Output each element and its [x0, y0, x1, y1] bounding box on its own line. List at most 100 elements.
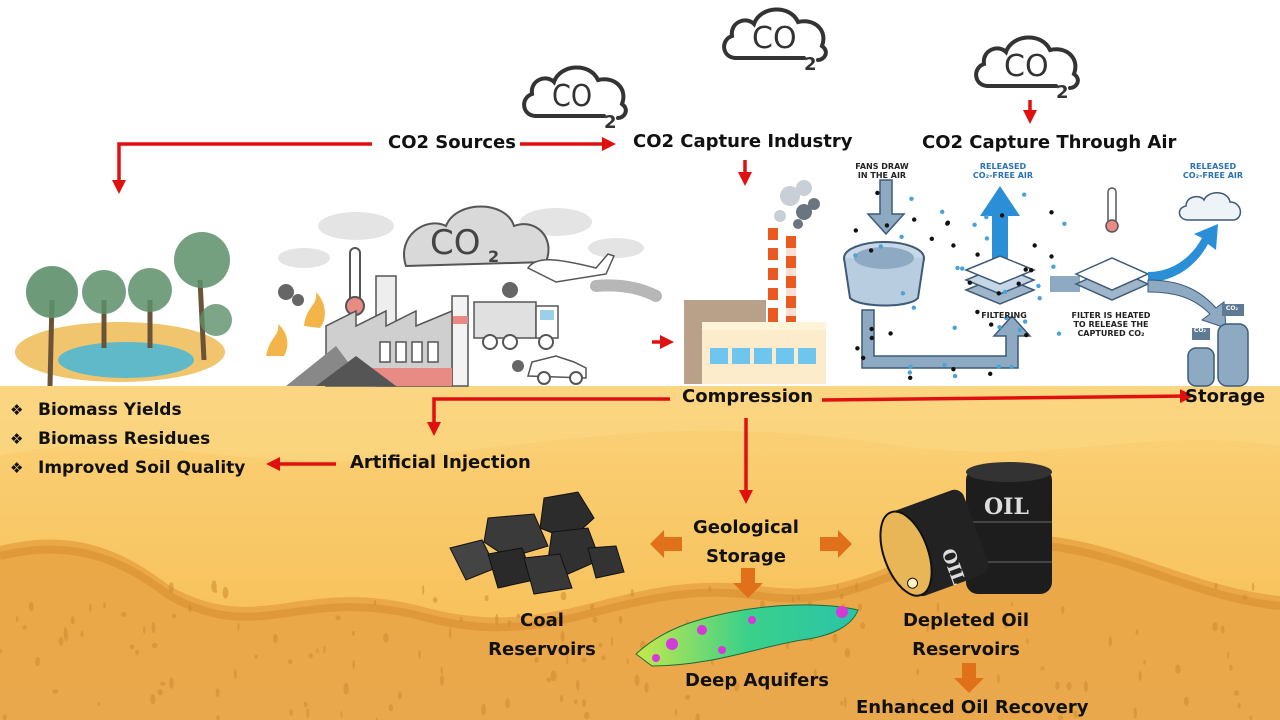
sand-speckle [832, 633, 838, 644]
svg-text:CO: CO [752, 21, 797, 56]
sand-speckle [484, 595, 489, 602]
sand-speckle [211, 580, 217, 593]
sand-speckle [534, 656, 539, 663]
sand-speckle [843, 697, 847, 708]
sand-speckle [858, 603, 863, 612]
arrow-compression-to-storage [821, 389, 1194, 404]
sand-speckle [439, 675, 445, 686]
air-molecule-dot [1023, 267, 1028, 272]
sand-speckle [813, 668, 817, 679]
air-molecule-dot [1049, 254, 1054, 259]
sand-speckle [335, 615, 341, 621]
sand-speckle [601, 655, 606, 661]
sand-speckle [129, 644, 135, 650]
filtering-caption: FILTERING [981, 311, 1027, 320]
air-molecule-dot [952, 325, 957, 330]
label-deep-aquifers: Deep Aquifers [685, 670, 829, 691]
sand-speckle [343, 682, 349, 695]
sand-speckle [916, 668, 920, 676]
sand-speckle [308, 653, 313, 659]
sand-speckle [273, 633, 278, 644]
sand-speckle [121, 611, 127, 617]
air-molecule-dot [975, 252, 980, 257]
label-co2-capture-through-air: CO2 Capture Through Air [922, 132, 1177, 153]
sand-speckle [1058, 715, 1064, 720]
sand-speckle [1026, 638, 1029, 644]
sand-speckle [1135, 629, 1139, 636]
sand-speckle [836, 584, 839, 590]
air-molecule-dot [853, 228, 858, 233]
sand-speckle [1055, 681, 1060, 690]
sand-speckle [58, 636, 64, 646]
sand-speckle [855, 581, 858, 591]
sand-speckle [1212, 622, 1218, 632]
air-molecule-dot [884, 223, 890, 228]
air-molecule-dot [999, 213, 1005, 218]
diamond-bullet-icon: ❖ [10, 458, 24, 477]
sand-speckle [151, 642, 158, 649]
sand-speckle [516, 613, 521, 618]
air-molecule-dot [1017, 327, 1022, 333]
arrow-compression-to-injection [427, 397, 670, 436]
sand-speckle [839, 593, 844, 600]
sand-speckle [610, 636, 613, 647]
sand-speckle [1175, 664, 1181, 674]
sand-speckle [422, 584, 425, 595]
svg-text:CO: CO [430, 223, 481, 263]
svg-text:CO: CO [1004, 49, 1049, 84]
sand-speckle [1133, 707, 1137, 719]
air-molecule-dot [967, 280, 972, 285]
sand-speckle [418, 650, 421, 659]
air-molecule-dot [861, 355, 866, 361]
sand-speckle [560, 630, 565, 643]
air-molecule-dot [855, 346, 860, 351]
sand-speckle [316, 648, 319, 654]
co2-sources-illustration: CO 2 [266, 205, 662, 387]
air-molecule-dot [868, 248, 874, 253]
sand-speckle [89, 603, 92, 612]
label-depleted-oil-reservoirs: Depleted Oil Reservoirs [902, 610, 1030, 660]
sand-speckle [911, 698, 915, 708]
co2-cloud-icon: CO 2 [522, 65, 628, 133]
sand-speckle [644, 682, 649, 693]
aquifer-illustration [635, 604, 859, 667]
sand-speckle [1040, 666, 1045, 671]
sand-speckle [1183, 696, 1189, 706]
sand-speckle [16, 615, 19, 623]
air-molecule-dot [908, 364, 913, 369]
sand-speckle [1242, 594, 1248, 600]
car-icon [527, 355, 587, 385]
sand-speckle [0, 649, 3, 654]
sand-speckle [618, 615, 623, 624]
air-molecule-dot [989, 322, 994, 327]
sand-speckle [135, 649, 139, 656]
air-molecule-dot [996, 291, 1001, 296]
sand-speckle [590, 603, 595, 611]
sand-speckle [1066, 681, 1072, 691]
tank-label: CO₂ [1193, 327, 1207, 334]
sand-speckle [2, 714, 7, 720]
sand-speckle [574, 699, 578, 705]
diamond-bullet-icon: ❖ [10, 429, 24, 448]
sand-speckle [323, 645, 326, 654]
air-molecule-dot [929, 236, 934, 241]
svg-text:2: 2 [488, 247, 499, 266]
sand-speckle [340, 710, 343, 718]
sand-speckle [383, 633, 389, 643]
air-molecule-dot [942, 362, 947, 368]
sand-speckle [63, 627, 67, 639]
co2-tank-icon [1187, 304, 1249, 387]
sand-speckle [289, 709, 293, 717]
air-molecule-dot [988, 371, 993, 376]
sand-speckle [674, 709, 678, 716]
sand-speckle [22, 625, 27, 630]
air-molecule-dot [908, 375, 913, 380]
tank-label: CO₂ [1225, 305, 1239, 312]
eor-arrow-down [954, 663, 984, 693]
air-molecule-dot [951, 243, 956, 248]
air-molecule-dot [1016, 281, 1021, 286]
svg-text:2: 2 [804, 54, 817, 75]
